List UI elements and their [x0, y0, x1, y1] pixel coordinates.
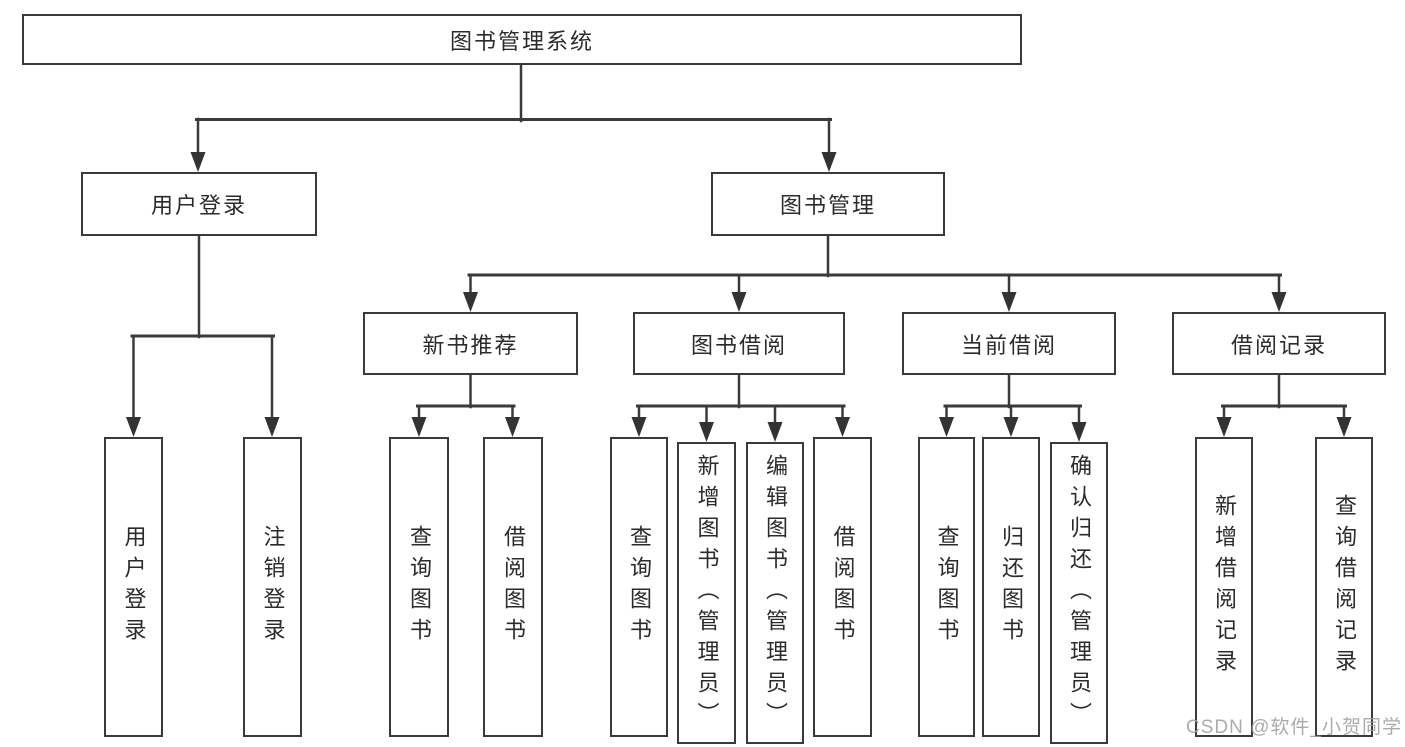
node-root-label: 图书管理系统	[449, 28, 594, 54]
leaf-br-add-record-label: 新增借阅记录	[1212, 494, 1237, 680]
node-new-book-rec-label: 新书推荐	[422, 332, 519, 358]
leaf-rec-borrow-book-label: 借阅图书	[501, 525, 526, 649]
leaf-cb-return-book: 归还图书	[982, 437, 1040, 737]
connector-root-to-level2	[190, 61, 837, 172]
node-user-login-group-label: 用户登录	[150, 193, 247, 218]
node-borrow-records-group: 借阅记录	[1172, 312, 1386, 375]
node-book-borrow-label: 图书借阅	[690, 332, 787, 358]
connector-user-login-to-leaves	[126, 233, 280, 437]
leaf-logout-label: 注销登录	[260, 525, 286, 649]
leaf-bb-edit-book: 编辑图书（管理员）	[746, 442, 804, 744]
node-book-mgmt-group-label: 图书管理	[779, 193, 876, 218]
connector-new-book-rec-to-leaves	[411, 372, 520, 437]
node-borrow-records-label: 借阅记录	[1230, 332, 1327, 358]
node-book-mgmt-group: 图书管理	[711, 172, 945, 236]
node-root: 图书管理系统	[22, 14, 1022, 65]
leaf-bb-query-book-label: 查询图书	[627, 525, 652, 649]
node-current-borrow-label: 当前借阅	[960, 332, 1057, 358]
leaf-cb-query-book-label: 查询图书	[934, 525, 960, 649]
leaf-user-login-label: 用户登录	[121, 525, 147, 649]
leaf-bb-edit-book-label: 编辑图书（管理员）	[763, 453, 788, 733]
node-new-book-rec-group: 新书推荐	[363, 312, 578, 375]
connector-book-borrow-to-leaves	[631, 372, 850, 442]
leaf-cb-confirm-return: 确认归还（管理员）	[1050, 442, 1108, 744]
leaf-bb-borrow-book: 借阅图书	[813, 437, 872, 737]
connector-borrow-records-to-leaves	[1216, 372, 1352, 437]
leaf-bb-add-book-label: 新增图书（管理员）	[694, 453, 720, 733]
leaf-br-query-record: 查询借阅记录	[1315, 437, 1373, 737]
leaf-bb-add-book: 新增图书（管理员）	[677, 442, 736, 744]
leaf-br-add-record: 新增借阅记录	[1195, 437, 1253, 737]
leaf-bb-borrow-book-label: 借阅图书	[830, 525, 856, 649]
leaf-rec-query-book: 查询图书	[389, 437, 449, 737]
leaf-user-login: 用户登录	[104, 437, 163, 737]
leaf-logout: 注销登录	[243, 437, 302, 737]
leaf-cb-query-book: 查询图书	[918, 437, 975, 737]
leaf-rec-query-book-label: 查询图书	[407, 525, 432, 649]
connector-book-mgmt-to-level3	[463, 233, 1287, 312]
leaf-cb-return-book-label: 归还图书	[999, 525, 1024, 649]
leaf-rec-borrow-book: 借阅图书	[483, 437, 543, 737]
leaf-bb-query-book: 查询图书	[610, 437, 668, 737]
connector-current-borrow-to-leaves	[939, 372, 1087, 442]
node-book-borrow-group: 图书借阅	[633, 312, 845, 375]
node-user-login-group: 用户登录	[81, 172, 317, 236]
node-current-borrow-group: 当前借阅	[902, 312, 1116, 375]
leaf-cb-confirm-return-label: 确认归还（管理员）	[1067, 453, 1092, 733]
leaf-br-query-record-label: 查询借阅记录	[1332, 494, 1357, 680]
csdn-watermark: CSDN @软件_小贺同学	[1186, 717, 1402, 738]
